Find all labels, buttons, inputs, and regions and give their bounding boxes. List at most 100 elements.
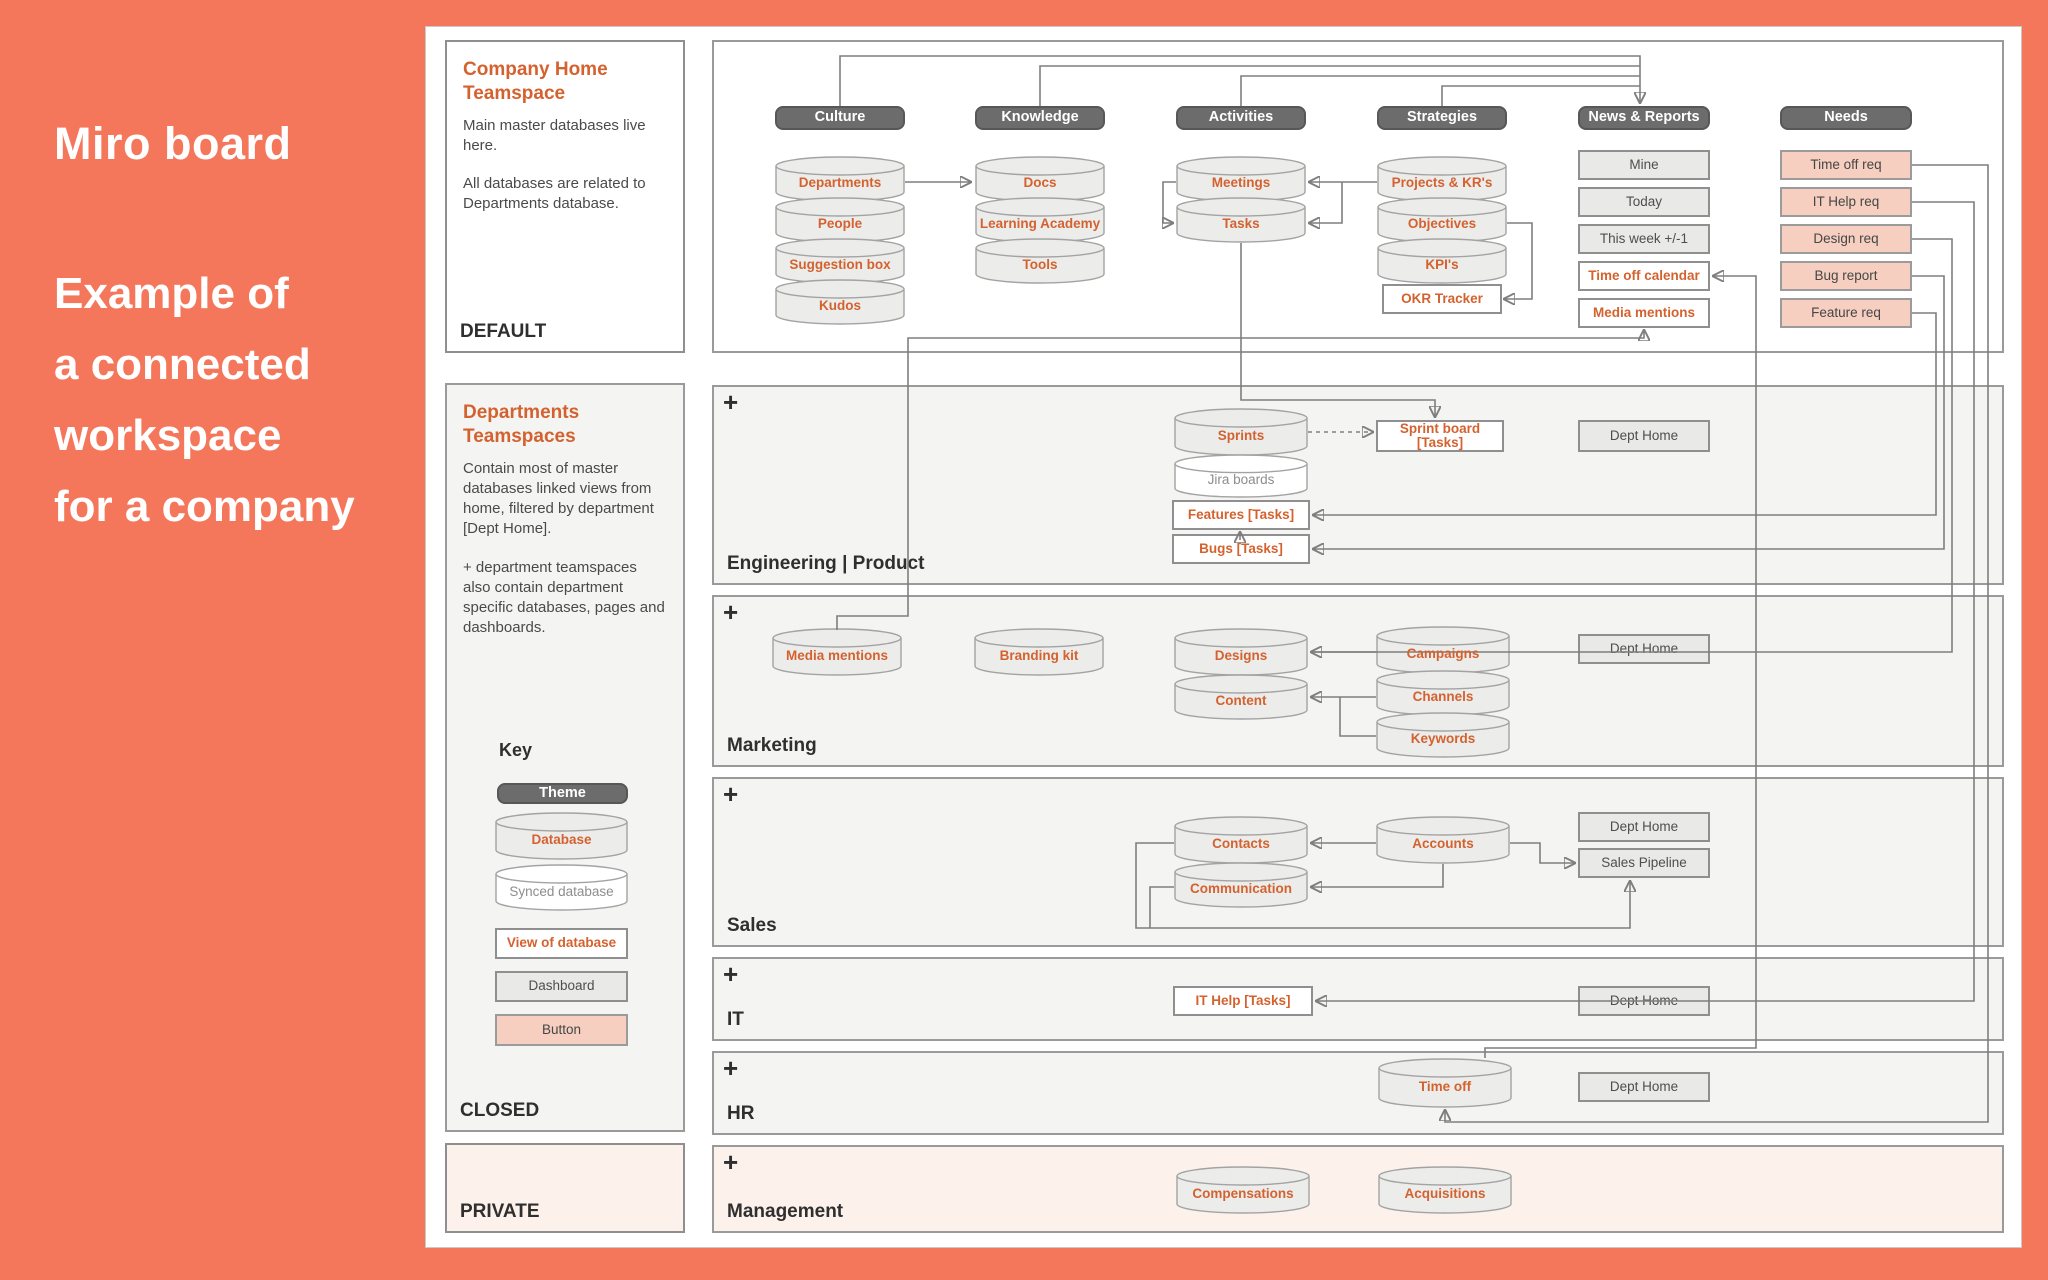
dashboard-dept-home-engineering[interactable]: Dept Home (1578, 420, 1710, 452)
button-it-help-req[interactable]: IT Help req (1780, 187, 1912, 217)
panel-departments-teamspaces[interactable]: Departments Teamspaces Contain most of m… (445, 383, 685, 1132)
database-compensations[interactable]: Compensations (1176, 1166, 1310, 1214)
node-label: Meetings (1211, 175, 1271, 191)
button-feature-req[interactable]: Feature req (1780, 298, 1912, 328)
database-media-mentions-marketing[interactable]: Media mentions (772, 628, 902, 676)
panel-private[interactable]: PRIVATE (445, 1143, 685, 1233)
view-features-tasks[interactable]: Features [Tasks] (1172, 500, 1310, 530)
database-acquisitions[interactable]: Acquisitions (1378, 1166, 1512, 1214)
cylinder-shape (1174, 674, 1308, 720)
synced-database-jira-boards[interactable]: Jira boards (1174, 454, 1308, 498)
dashboard-dept-home-it[interactable]: Dept Home (1578, 986, 1710, 1016)
node-label: Accounts (1412, 836, 1474, 852)
database-communication[interactable]: Communication (1174, 862, 1308, 908)
cylinder-shape (1174, 628, 1308, 676)
database-people[interactable]: People (775, 197, 905, 243)
expand-plus-icon[interactable]: + (723, 959, 739, 989)
teamspace-row-sales[interactable]: + Sales (712, 777, 2004, 947)
dashboard-sales-pipeline[interactable]: Sales Pipeline (1578, 848, 1710, 878)
database-projects-kr-s[interactable]: Projects & KR's (1377, 156, 1507, 202)
database-campaigns[interactable]: Campaigns (1376, 626, 1510, 674)
button-time-off-req[interactable]: Time off req (1780, 150, 1912, 180)
cylinder-shape (975, 238, 1105, 284)
cylinder-shape (975, 197, 1105, 243)
view-time-off-calendar[interactable]: Time off calendar (1578, 261, 1710, 291)
cylinder-shape (1176, 1166, 1310, 1214)
database-contacts[interactable]: Contacts (1174, 816, 1308, 864)
expand-plus-icon[interactable]: + (723, 387, 739, 417)
button-bug-report[interactable]: Bug report (1780, 261, 1912, 291)
cylinder-shape (495, 812, 628, 860)
dashboard-dept-home-hr[interactable]: Dept Home (1578, 1072, 1710, 1102)
cylinder-shape (495, 864, 628, 911)
cylinder-shape (772, 628, 902, 676)
panel-body: + department teamspaces also contain dep… (463, 558, 665, 637)
teamspace-status-label: DEFAULT (460, 321, 547, 342)
key-title: Key (499, 740, 533, 760)
teamspace-row-marketing[interactable]: +Marketing (712, 595, 2004, 767)
key-database[interactable]: Database (495, 812, 628, 860)
theme-knowledge[interactable]: Knowledge (975, 106, 1105, 130)
dashboard-today[interactable]: Today (1578, 187, 1710, 217)
row-label: Engineering | Product (727, 553, 925, 574)
button-design-req[interactable]: Design req (1780, 224, 1912, 254)
key-synced-database[interactable]: Synced database (495, 864, 628, 911)
database-meetings[interactable]: Meetings (1176, 156, 1306, 202)
database-time-off[interactable]: Time off (1378, 1058, 1512, 1108)
view-media-mentions-news[interactable]: Media mentions (1578, 298, 1710, 328)
panel-company-home-teamspace[interactable]: Company Home Teamspace Main master datab… (445, 40, 685, 353)
database-kudos[interactable]: Kudos (775, 279, 905, 325)
expand-plus-icon[interactable]: + (723, 1053, 739, 1083)
cylinder-shape (1378, 1166, 1512, 1214)
node-label: Departments (798, 175, 882, 191)
expand-plus-icon[interactable]: + (723, 1147, 739, 1177)
key-dashboard[interactable]: Dashboard (495, 971, 628, 1002)
dashboard-this-week-1[interactable]: This week +/-1 (1578, 224, 1710, 254)
database-kpi-s[interactable]: KPI's (1377, 238, 1507, 284)
row-label: Sales (727, 915, 777, 936)
expand-plus-icon[interactable]: + (723, 597, 739, 627)
panel-title: Company Home Teamspace (463, 59, 608, 104)
key-view-of-database[interactable]: View of database (495, 928, 628, 959)
database-objectives[interactable]: Objectives (1377, 197, 1507, 243)
database-accounts[interactable]: Accounts (1376, 816, 1510, 864)
cylinder-shape (775, 197, 905, 243)
theme-needs[interactable]: Needs (1780, 106, 1912, 130)
teamspace-row-hr[interactable]: +HR (712, 1051, 2004, 1135)
database-content[interactable]: Content (1174, 674, 1308, 720)
node-label: Kudos (819, 298, 861, 314)
theme-strategies[interactable]: Strategies (1377, 106, 1507, 130)
node-label: Media mentions (785, 648, 888, 664)
row-label: Management (727, 1201, 844, 1222)
database-sprints[interactable]: Sprints (1174, 408, 1308, 456)
database-suggestion-box[interactable]: Suggestion box (775, 238, 905, 284)
database-designs[interactable]: Designs (1174, 628, 1308, 676)
dashboard-dept-home-marketing[interactable]: Dept Home (1578, 634, 1710, 664)
key-button[interactable]: Button (495, 1014, 628, 1046)
theme-news-reports[interactable]: News & Reports (1578, 106, 1710, 130)
theme-culture[interactable]: Culture (775, 106, 905, 130)
view-it-help-tasks[interactable]: IT Help [Tasks] (1173, 986, 1313, 1016)
database-departments[interactable]: Departments (775, 156, 905, 202)
teamspace-row-it[interactable]: +IT (712, 957, 2004, 1041)
key-theme[interactable]: Theme (497, 783, 628, 804)
database-branding-kit[interactable]: Branding kit (974, 628, 1104, 676)
expand-plus-icon[interactable]: + (723, 779, 739, 809)
theme-activities[interactable]: Activities (1176, 106, 1306, 130)
dashboard-dept-home-sales[interactable]: Dept Home (1578, 812, 1710, 842)
database-channels[interactable]: Channels (1376, 670, 1510, 716)
database-docs[interactable]: Docs (975, 156, 1105, 202)
database-tools[interactable]: Tools (975, 238, 1105, 284)
database-keywords[interactable]: Keywords (1376, 712, 1510, 758)
database-tasks[interactable]: Tasks (1176, 197, 1306, 243)
teamspace-row-management[interactable]: + Management (712, 1145, 2004, 1233)
teamspace-row-engineering-product[interactable]: + Engineering | Product (712, 385, 2004, 585)
view-sprint-board-tasks[interactable]: Sprint board [Tasks] (1376, 420, 1504, 452)
dashboard-mine[interactable]: Mine (1578, 150, 1710, 180)
view-bugs-tasks[interactable]: Bugs [Tasks] (1172, 534, 1310, 564)
node-label: Database (531, 832, 592, 848)
view-okr-tracker[interactable]: OKR Tracker (1382, 284, 1502, 314)
database-learning-academy[interactable]: Learning Academy (975, 197, 1105, 243)
node-label: Compensations (1192, 1186, 1294, 1202)
